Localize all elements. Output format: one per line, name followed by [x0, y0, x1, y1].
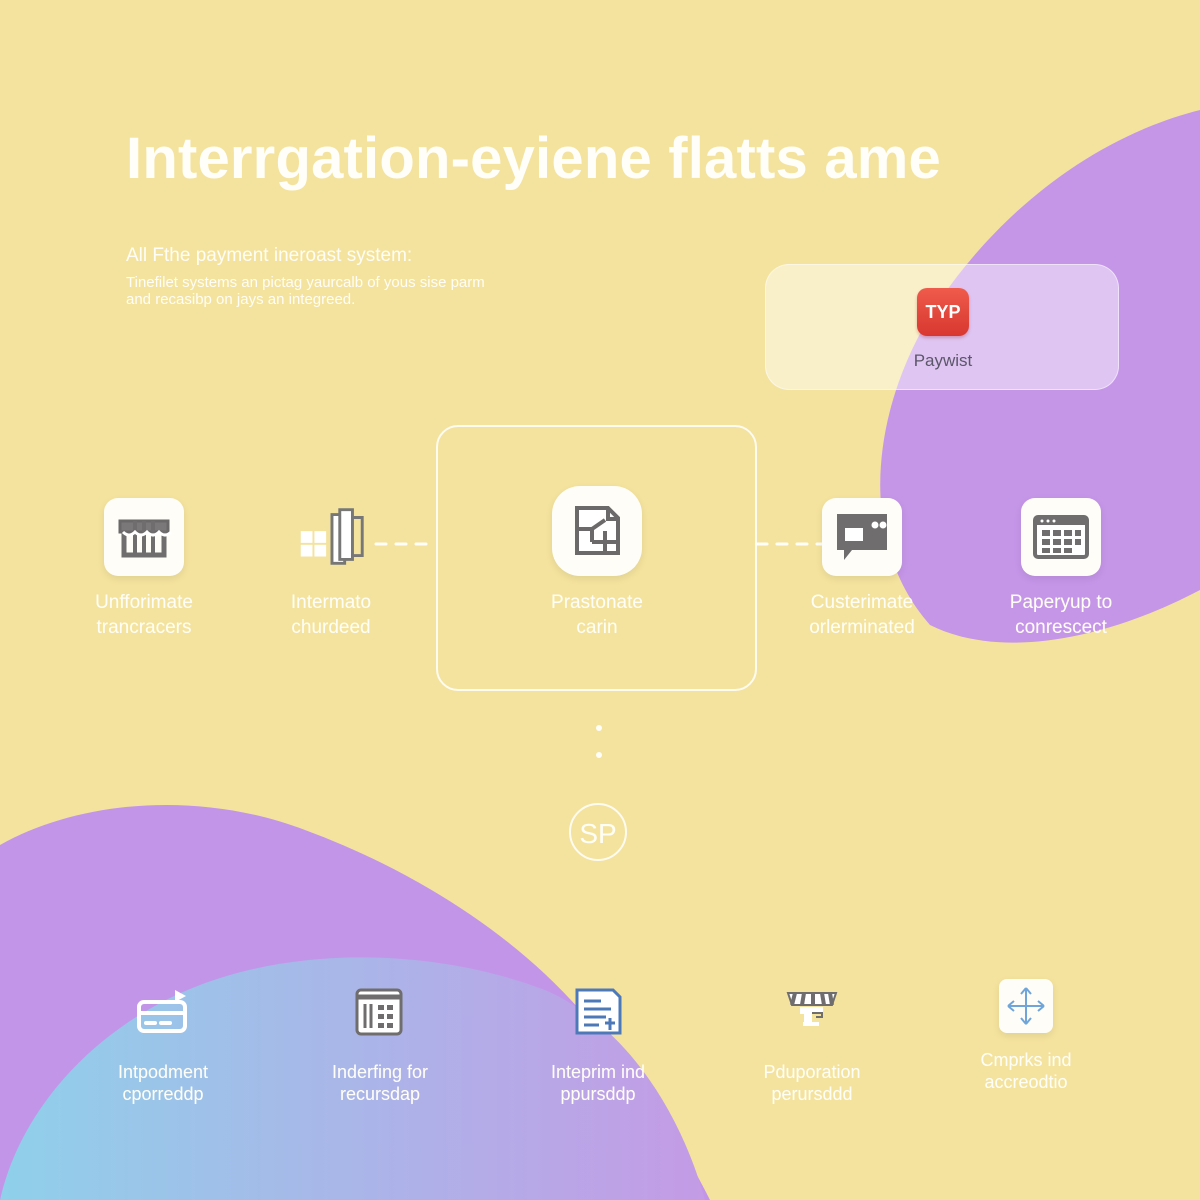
- top-node-custerimate[interactable]: Custerimate orlerminated: [772, 498, 952, 640]
- cube-stack-icon: [291, 498, 371, 576]
- node-label: Inteprim ind ppursddp: [550, 1062, 646, 1104]
- brand-badge-icon: TYP: [917, 288, 969, 336]
- brand-label: Paywist: [913, 351, 973, 370]
- node-label: Custerimate orlerminated: [809, 592, 915, 638]
- arrows-move-icon: [999, 979, 1053, 1033]
- top-node-prastonate[interactable]: Prastonate carin: [507, 486, 687, 640]
- central-process-frame: [436, 425, 757, 691]
- top-node-unforimate[interactable]: Unfforimate trancracers: [54, 498, 234, 640]
- card-icon: [128, 979, 198, 1045]
- payment-integration-card: TYP Paywist: [765, 264, 1119, 390]
- bottom-node-pduporation[interactable]: Pduporation perursddd: [722, 979, 902, 1105]
- bottom-node-inderfing[interactable]: Inderfing for recursdap: [290, 979, 470, 1105]
- building-icon: [345, 979, 415, 1045]
- node-label: Prastonate carin: [551, 592, 643, 638]
- document-icon: [552, 486, 642, 576]
- bottom-node-inteprim[interactable]: Inteprim ind ppursddp: [508, 979, 688, 1105]
- top-node-paperyup[interactable]: Paperyup to conrescect: [971, 498, 1151, 640]
- receipt-icon: [563, 979, 633, 1045]
- node-label: Inderfing for recursdap: [331, 1062, 429, 1104]
- node-label: Cmprks ind accreodtio: [980, 1050, 1072, 1092]
- page-title: Interrgation-eyiene flatts ame: [126, 126, 941, 191]
- node-label: Unfforimate trancracers: [95, 592, 193, 638]
- top-node-intermato[interactable]: Intermato churdeed: [241, 498, 421, 640]
- storefront-icon: [104, 498, 184, 576]
- node-label: Intermato churdeed: [290, 592, 372, 638]
- node-label: Paperyup to conrescect: [1009, 592, 1113, 638]
- chat-window-icon: [822, 498, 902, 576]
- calendar-grid-icon: [1021, 498, 1101, 576]
- bottom-node-intpodment[interactable]: Intpodment cporreddp: [73, 979, 253, 1105]
- bottom-node-cmprks[interactable]: Cmprks ind accreodtio: [936, 979, 1116, 1093]
- sp-node[interactable]: SP: [569, 803, 627, 861]
- node-label: Intpodment cporreddp: [117, 1062, 209, 1104]
- node-label: Pduporation perursddd: [763, 1062, 861, 1104]
- intro-body: Tinefilet systems an pictag yaurcalb of …: [126, 274, 485, 308]
- store-awning-icon: [777, 979, 847, 1045]
- intro-heading: All Fthe payment ineroast system:: [126, 245, 413, 266]
